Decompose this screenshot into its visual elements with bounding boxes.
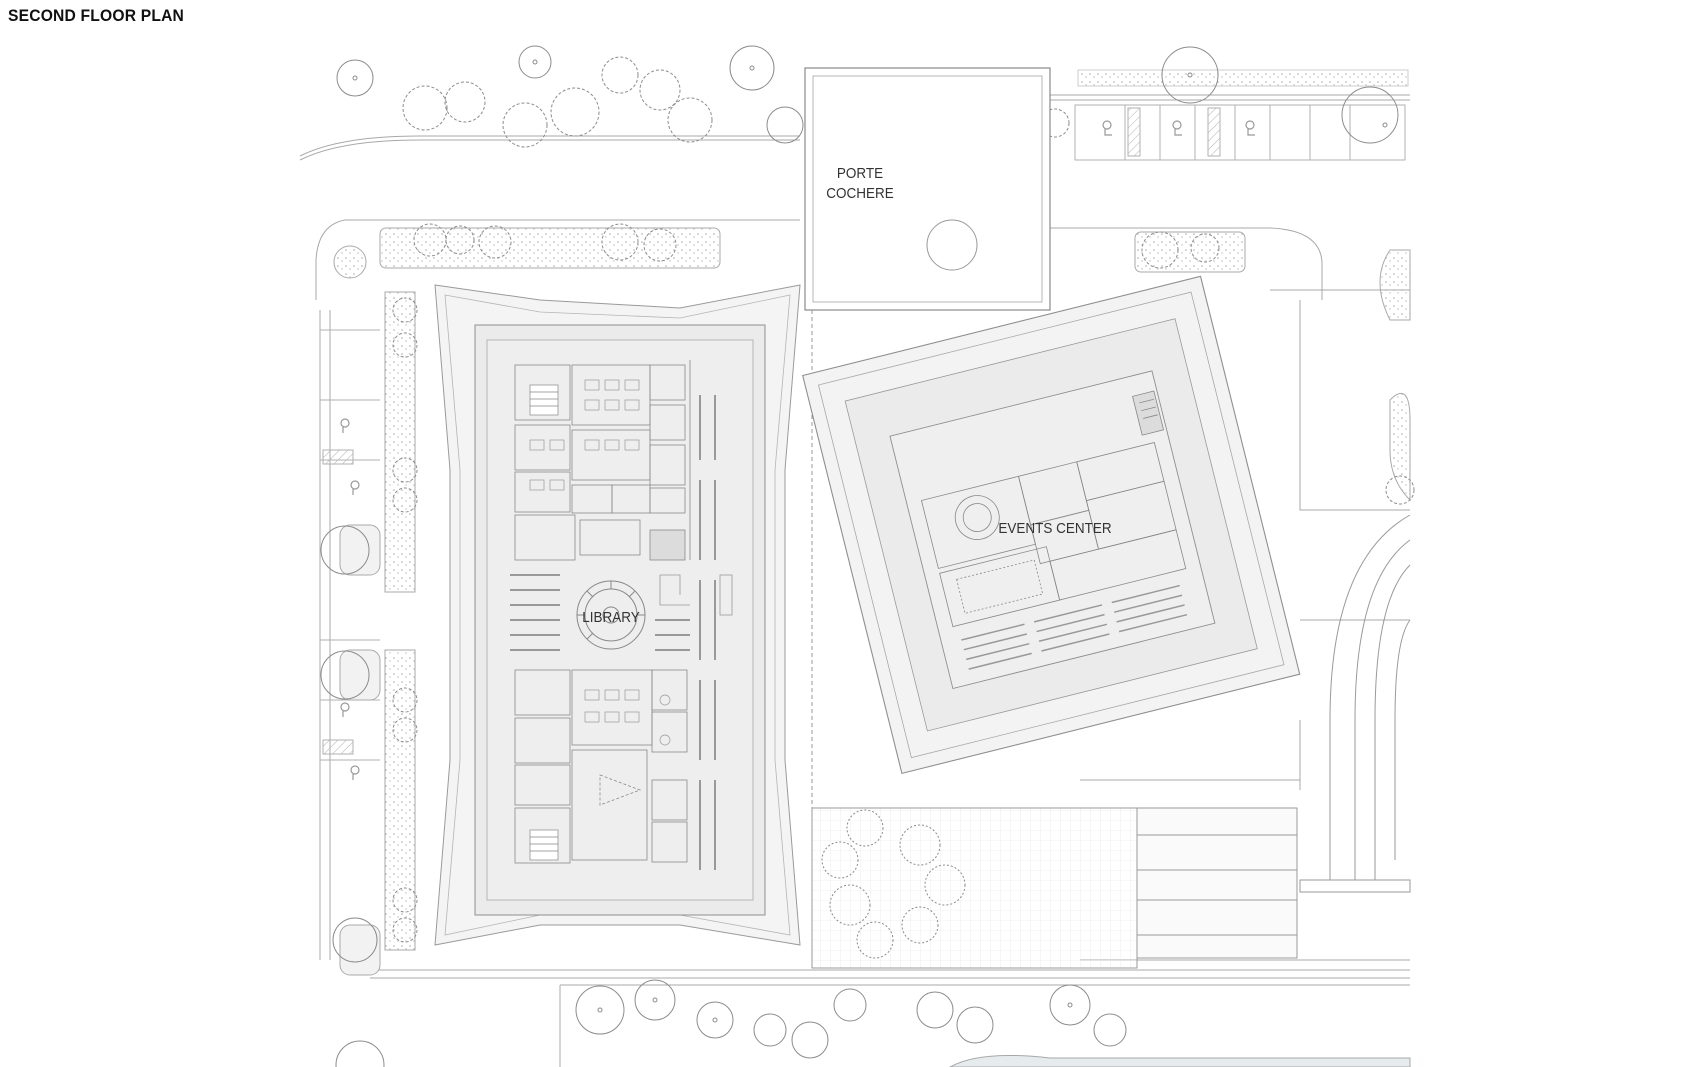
tree-icon [320,525,1127,1067]
library-building [434,284,801,946]
library-spiral-stair [576,580,646,650]
palm-tree-icon [821,809,966,959]
porte-cochere-label-line1: PORTE [836,165,884,182]
east-curved-walkway [1299,514,1411,893]
planters [333,227,1411,976]
stair-icon [529,829,559,861]
tree-icon [392,223,1415,943]
events-center-building [802,275,1301,775]
stair-icon [529,384,559,416]
porte-cochere-label-line2: COCHERE [826,185,894,202]
northeast-parking [1074,69,1409,161]
terrace [811,807,1298,969]
porte-cochere [804,67,1051,965]
pond [948,1054,1411,1067]
west-parking [320,329,380,761]
library-label: LIBRARY [582,609,640,626]
accessible-parking-icon [340,418,360,780]
page-title: SECOND FLOOR PLAN [8,6,185,25]
accessible-parking-icon [1102,120,1255,136]
porte-cochere-label: PORTE COCHERE [806,164,914,204]
tree-icon [336,45,1399,148]
events-center-label: EVENTS CENTER [998,520,1112,537]
